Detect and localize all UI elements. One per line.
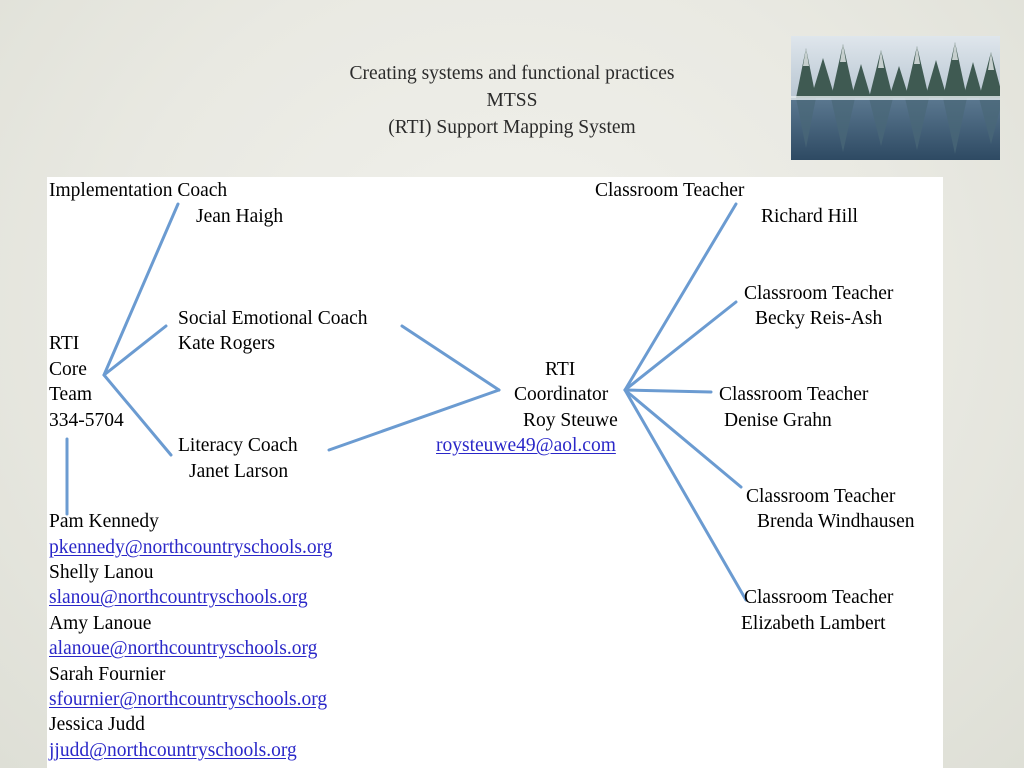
coordinator-line-1: RTI: [545, 357, 575, 382]
core-team-line-3: Team: [49, 382, 92, 407]
core-team-line-2: Core: [49, 357, 87, 382]
winter-lake-illustration: [791, 36, 1000, 160]
connector-social-emotional-coordinator: [402, 326, 499, 390]
slide-title: Creating systems and functional practice…: [262, 60, 762, 141]
connector-coordinator-teacher-2: [625, 302, 736, 390]
member-2-email-link[interactable]: slanou@northcountryschools.org: [49, 585, 308, 610]
teacher-5-role: Classroom Teacher: [744, 585, 893, 610]
teacher-2-name: Becky Reis-Ash: [755, 306, 882, 331]
coordinator-line-2: Coordinator: [514, 382, 608, 407]
literacy-coach-name: Janet Larson: [189, 459, 288, 484]
connector-coordinator-teacher-1: [625, 204, 736, 390]
title-line-2: MTSS: [262, 87, 762, 114]
support-map-panel: Implementation Coach Jean Haigh Social E…: [47, 177, 943, 768]
teacher-5-name: Elizabeth Lambert: [741, 611, 886, 636]
core-team-phone: 334-5704: [49, 408, 124, 433]
connector-lines: [47, 177, 943, 768]
member-5-name: Jessica Judd: [49, 712, 145, 737]
member-1-email-link[interactable]: pkennedy@northcountryschools.org: [49, 535, 333, 560]
member-4-name: Sarah Fournier: [49, 662, 165, 687]
connector-coordinator-teacher-3: [625, 390, 711, 392]
coordinator-email-link[interactable]: roysteuwe49@aol.com: [436, 433, 616, 458]
teacher-3-role: Classroom Teacher: [719, 382, 868, 407]
member-5-email-link[interactable]: jjudd@northcountryschools.org: [49, 738, 297, 763]
winter-lake-photo: [791, 36, 1000, 160]
teacher-2-role: Classroom Teacher: [744, 281, 893, 306]
connector-core-implementation: [104, 204, 178, 375]
teacher-4-name: Brenda Windhausen: [757, 509, 915, 534]
member-3-email-link[interactable]: alanoue@northcountryschools.org: [49, 636, 317, 661]
social-emotional-coach-name: Kate Rogers: [178, 331, 275, 356]
teacher-3-name: Denise Grahn: [724, 408, 832, 433]
member-1-name: Pam Kennedy: [49, 509, 159, 534]
member-3-name: Amy Lanoue: [49, 611, 151, 636]
teacher-1-name: Richard Hill: [761, 204, 858, 229]
implementation-coach-name: Jean Haigh: [196, 204, 283, 229]
teacher-4-role: Classroom Teacher: [746, 484, 895, 509]
implementation-coach-role: Implementation Coach: [49, 178, 227, 203]
teacher-1-role: Classroom Teacher: [595, 178, 744, 203]
member-2-name: Shelly Lanou: [49, 560, 154, 585]
social-emotional-coach-role: Social Emotional Coach: [178, 306, 368, 331]
literacy-coach-role: Literacy Coach: [178, 433, 298, 458]
title-line-1: Creating systems and functional practice…: [262, 60, 762, 87]
member-4-email-link[interactable]: sfournier@northcountryschools.org: [49, 687, 327, 712]
coordinator-name: Roy Steuwe: [523, 408, 618, 433]
core-team-line-1: RTI: [49, 331, 79, 356]
title-line-3: (RTI) Support Mapping System: [262, 114, 762, 141]
